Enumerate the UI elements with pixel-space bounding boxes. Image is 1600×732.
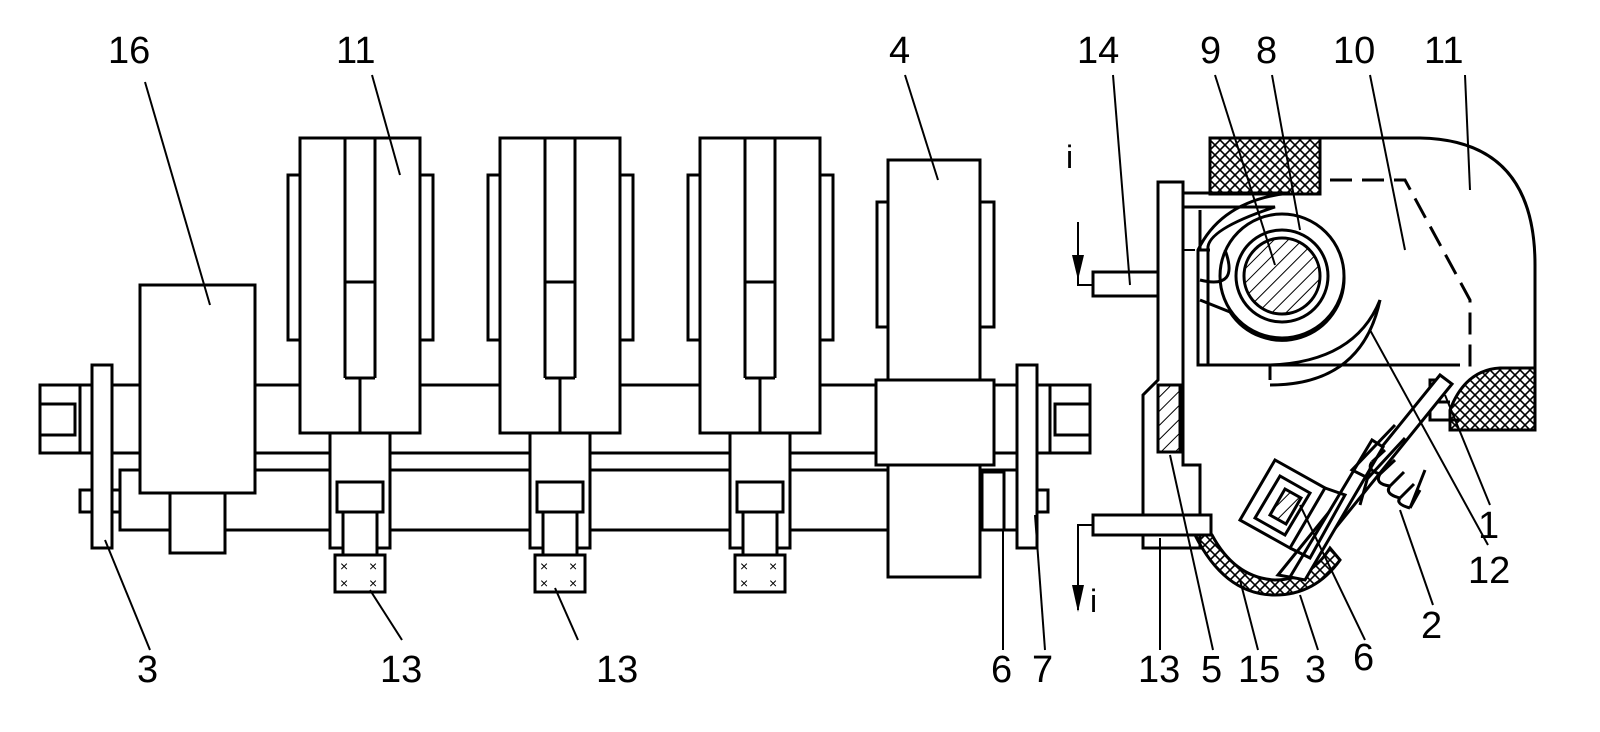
left-flange: [90, 363, 114, 550]
svg-text:×: ×: [769, 575, 777, 591]
label-current-bottom: i: [1090, 583, 1097, 619]
switch-unit-3: × × × ×: [686, 136, 835, 594]
magnet-box-6: [1237, 457, 1348, 560]
svg-text:×: ×: [740, 558, 748, 574]
block-5: [1156, 383, 1182, 454]
label-16: 16: [108, 30, 150, 72]
label-5: 5: [1201, 649, 1222, 691]
unit-4: [874, 158, 1006, 579]
spring-2: [1358, 448, 1427, 510]
shaft-9: [1242, 236, 1322, 316]
label-6-right: 6: [1353, 637, 1374, 679]
label-9: 9: [1200, 30, 1221, 72]
block-16: [138, 283, 257, 495]
left-assembly: × × × × × × × ×: [38, 136, 1092, 594]
housing-11: [1210, 136, 1537, 432]
svg-text:×: ×: [540, 558, 548, 574]
label-3-right: 3: [1305, 649, 1326, 691]
coil-13-1: [333, 553, 387, 594]
label-2: 2: [1421, 605, 1442, 647]
coil-13-2: [533, 553, 587, 594]
terminal-13: [1091, 513, 1213, 537]
label-15: 15: [1238, 649, 1280, 691]
leader-lines: [104, 74, 1491, 651]
label-3-left: 3: [137, 649, 158, 691]
svg-text:×: ×: [540, 575, 548, 591]
svg-text:×: ×: [340, 558, 348, 574]
right-flange: [1015, 363, 1039, 550]
label-12: 12: [1468, 550, 1510, 592]
label-13-second: 13: [596, 649, 638, 691]
right-insulator: [1448, 366, 1537, 432]
right-fork-end: [1048, 383, 1092, 455]
label-7: 7: [1032, 649, 1053, 691]
svg-text:×: ×: [569, 575, 577, 591]
label-current-top: i: [1066, 139, 1073, 175]
svg-text:×: ×: [740, 575, 748, 591]
svg-text:×: ×: [769, 558, 777, 574]
dashed-contour: [1330, 178, 1472, 375]
left-fork-end: [38, 383, 82, 455]
label-6-left: 6: [991, 649, 1012, 691]
label-11-right: 11: [1424, 30, 1463, 72]
label-1: 1: [1478, 505, 1499, 547]
svg-text:×: ×: [369, 575, 377, 591]
label-13-right: 13: [1138, 649, 1180, 691]
frame-bar: [1141, 180, 1202, 550]
reference-labels: 16 11 4 14 9 8 10 11 i i 3 13 13 6 7 13 …: [108, 30, 1510, 691]
coil-13-3: [733, 553, 787, 594]
label-13-first: 13: [380, 649, 422, 691]
label-4: 4: [889, 30, 910, 72]
svg-text:×: ×: [369, 558, 377, 574]
label-10: 10: [1333, 30, 1375, 72]
top-insulator: [1208, 136, 1322, 196]
terminal-14: [1091, 270, 1160, 298]
label-14: 14: [1077, 30, 1119, 72]
svg-text:×: ×: [340, 575, 348, 591]
label-11-left: 11: [336, 30, 375, 72]
svg-text:×: ×: [569, 558, 577, 574]
right-assembly: [1072, 136, 1537, 612]
switch-unit-2: × × × ×: [486, 136, 635, 594]
label-8: 8: [1256, 30, 1277, 72]
switch-unit-1: × × × ×: [286, 136, 435, 594]
block-16-foot: [168, 491, 227, 555]
